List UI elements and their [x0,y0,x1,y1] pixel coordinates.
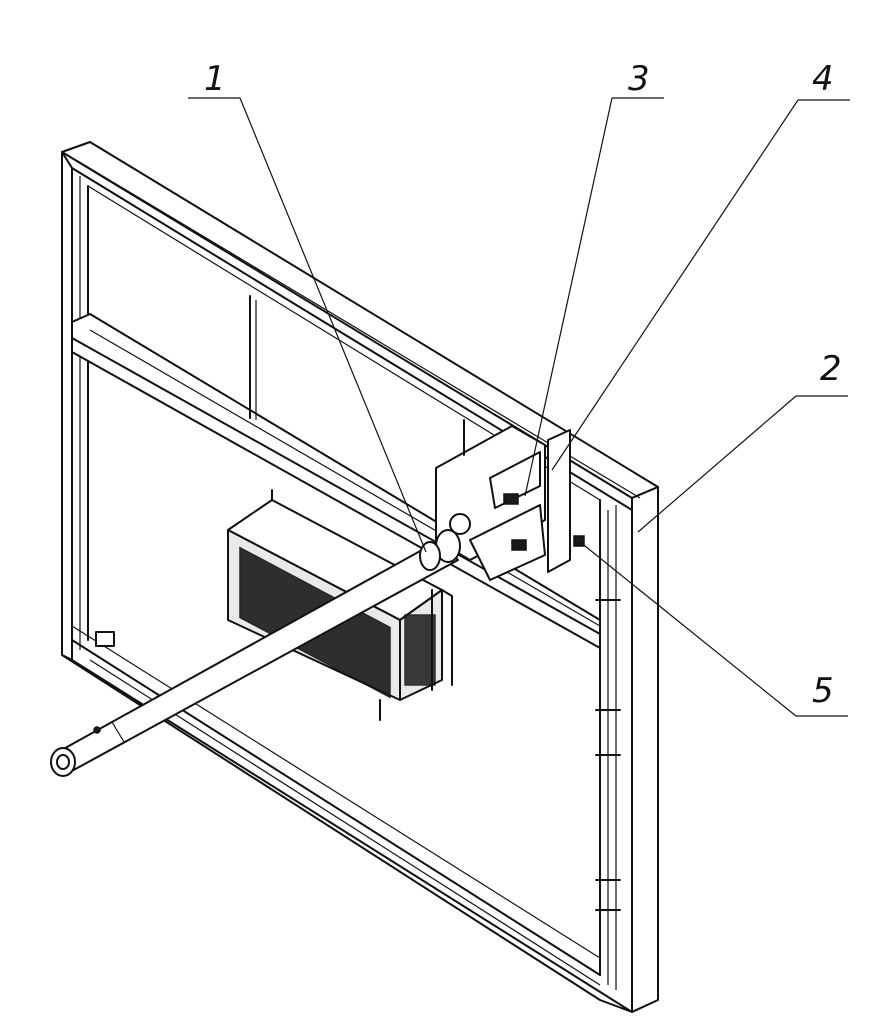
callout-labels: 1 2 3 4 5 [204,59,842,711]
leader-lines [188,97,850,717]
callout-3: 3 [628,59,650,99]
cross-bar [71,295,601,649]
callout-5: 5 [812,671,834,711]
callout-4: 4 [812,59,834,99]
bracket-mechanism [435,419,585,581]
outer-frame [61,141,659,1013]
callout-1: 1 [204,59,226,99]
shaft [50,529,461,777]
callout-2: 2 [820,349,842,389]
